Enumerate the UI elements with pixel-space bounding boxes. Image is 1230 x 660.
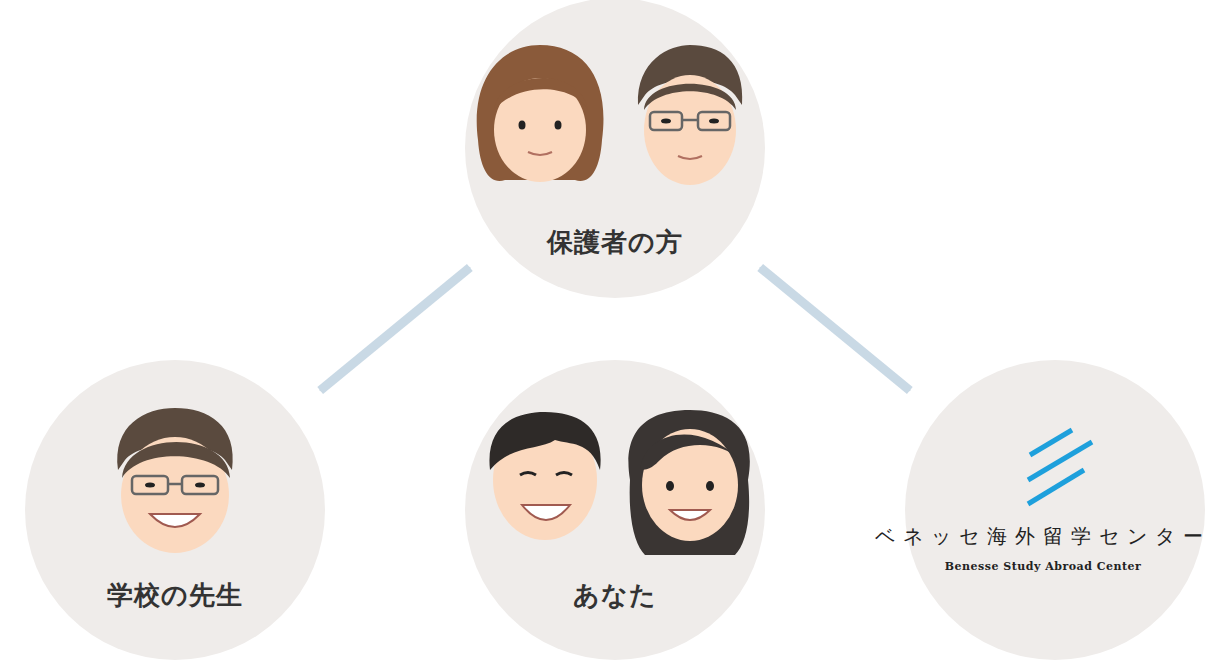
- double-arrow: [760, 267, 910, 390]
- student-circle: あなた: [465, 360, 765, 660]
- teacher-face: [117, 408, 232, 553]
- node-sublabel: Benesse Study Abroad Center: [945, 560, 1142, 573]
- node-label: あなた: [573, 578, 657, 613]
- parent-circle: 保護者の方: [465, 0, 765, 298]
- node-label: 学校の先生: [107, 578, 243, 613]
- girl-face: [628, 410, 749, 555]
- node-label: 保護者の方: [547, 225, 683, 260]
- father-face: [638, 45, 742, 185]
- benesse-logo: [1028, 430, 1092, 504]
- center-circle: ベネッセ海外留学センターBenesse Study Abroad Center: [905, 360, 1205, 660]
- teacher-circle: 学校の先生: [25, 360, 325, 660]
- node-label: ベネッセ海外留学センター: [875, 523, 1211, 550]
- mother-face: [477, 45, 604, 182]
- double-arrow: [320, 267, 470, 390]
- boy-face: [489, 412, 600, 540]
